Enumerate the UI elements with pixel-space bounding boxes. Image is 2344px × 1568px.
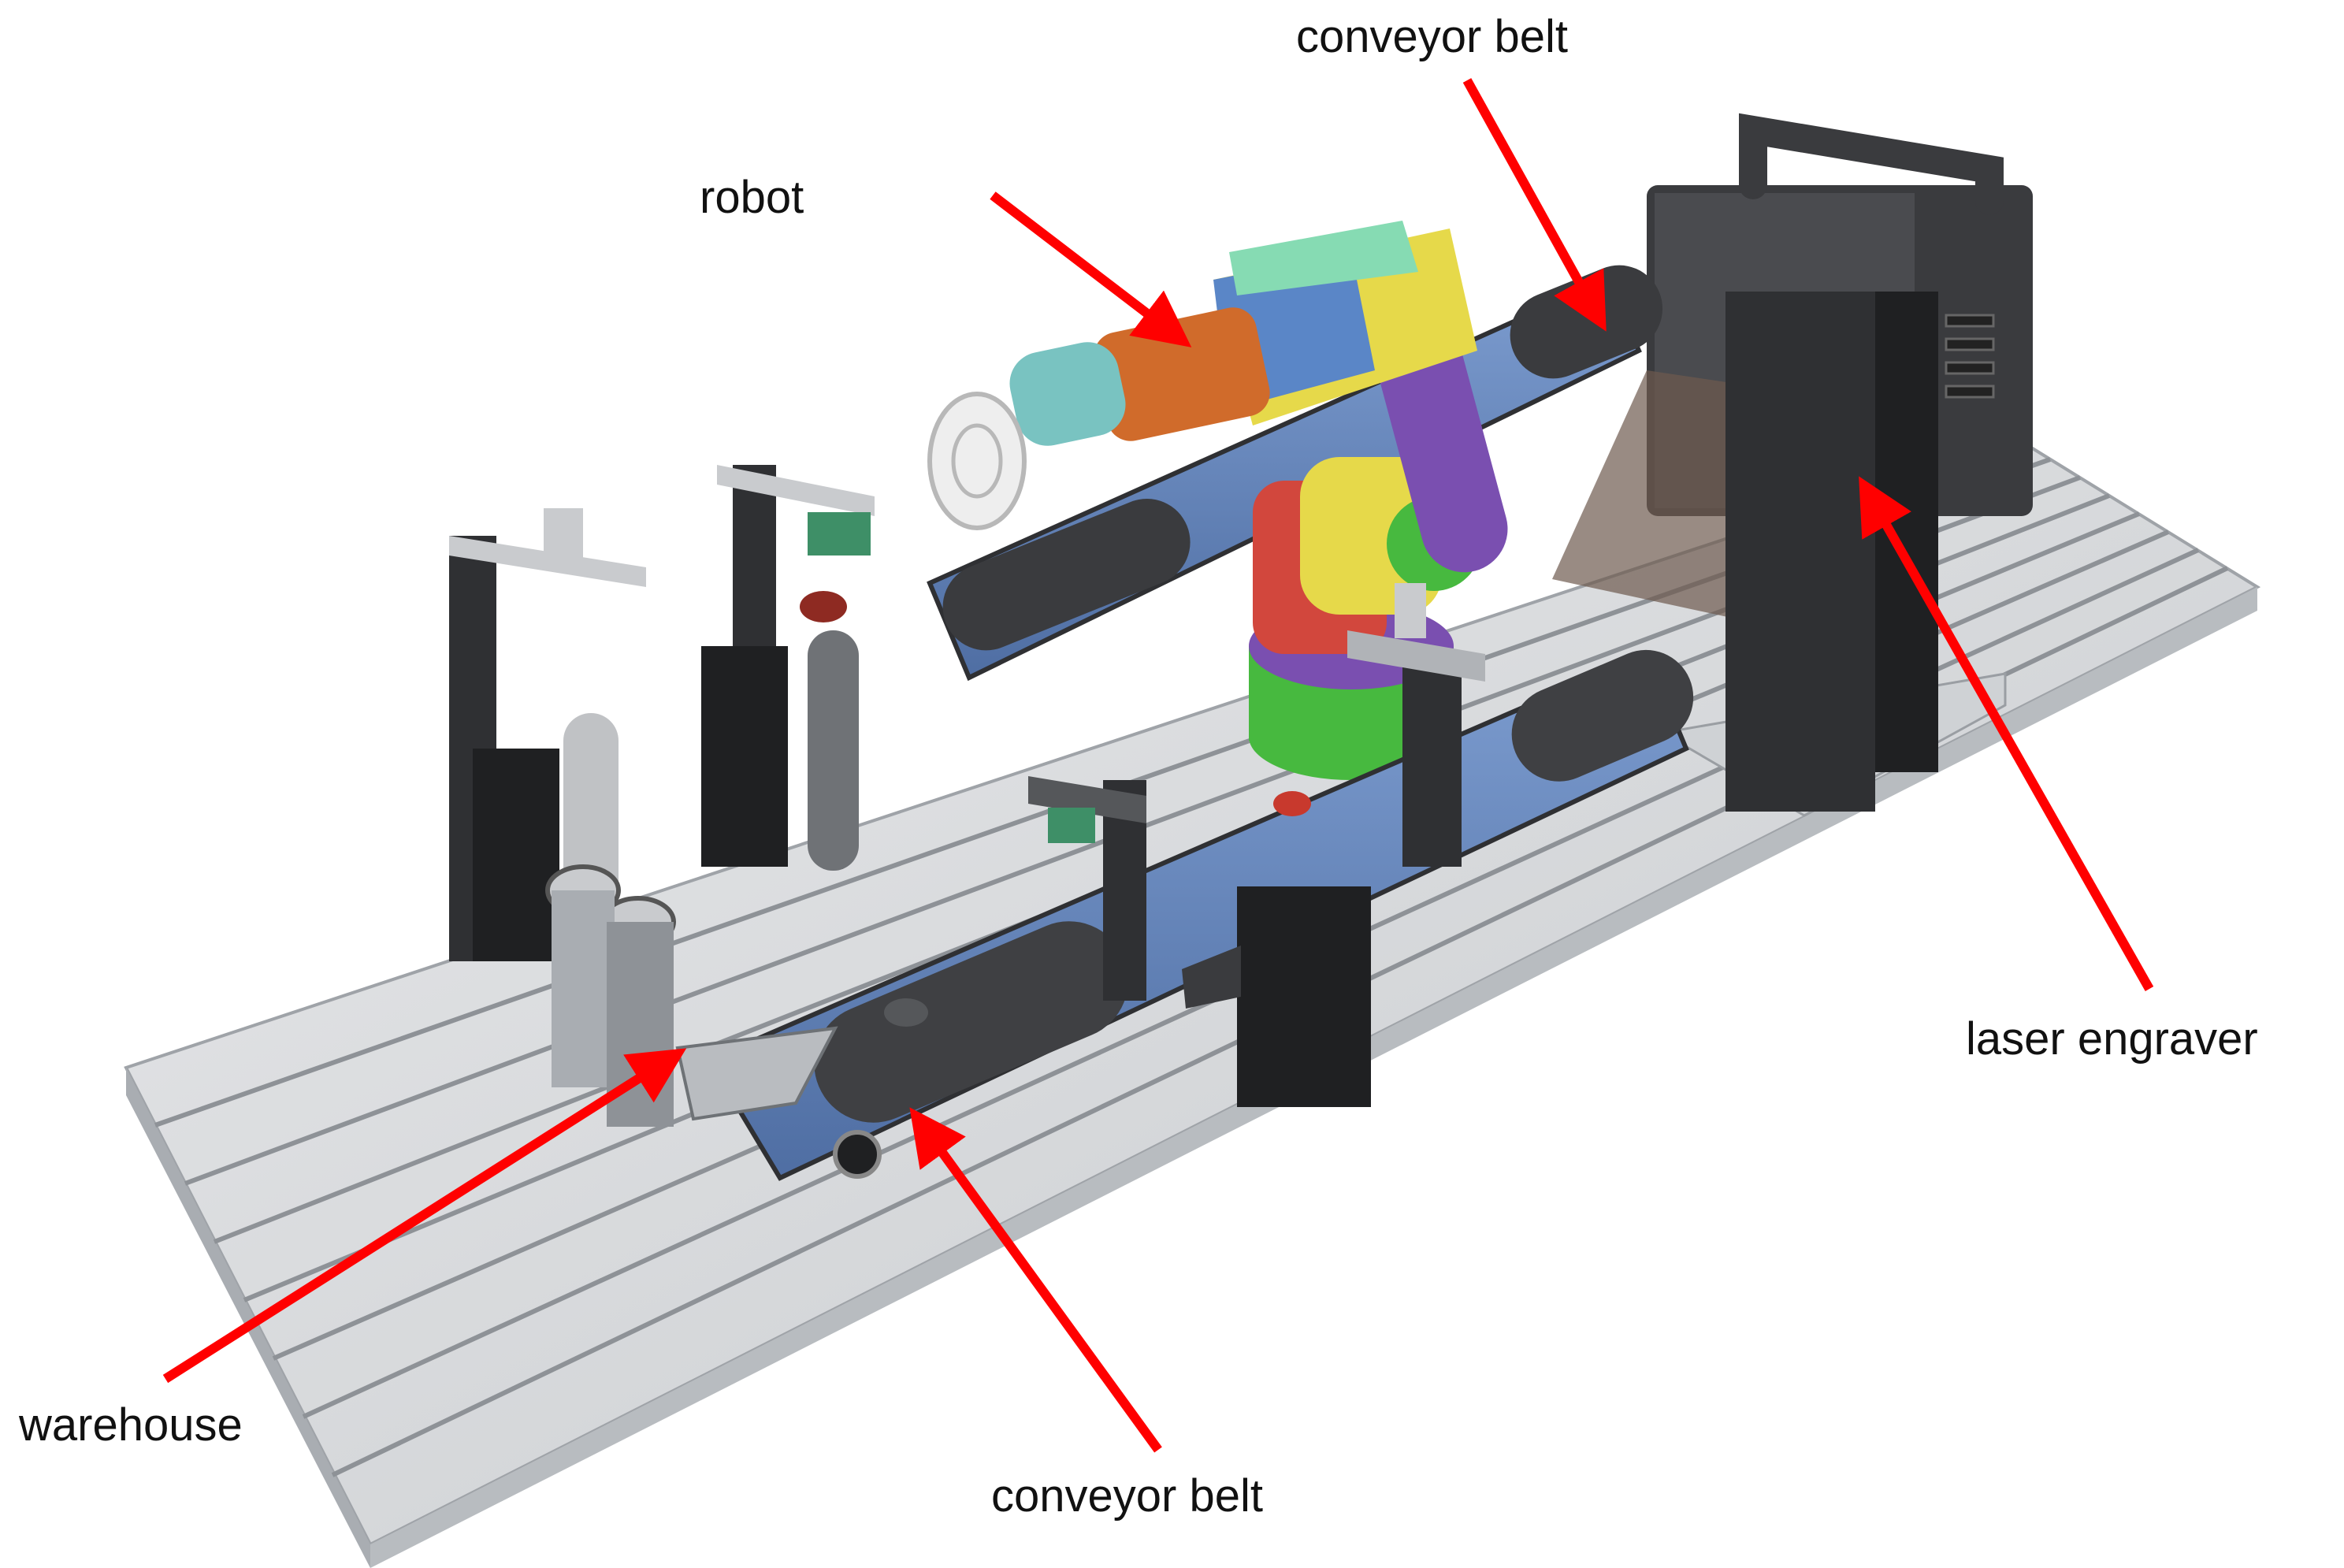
warehouse-label: warehouse [19, 1399, 243, 1451]
laser-engraver-label: laser engraver [1966, 1013, 2258, 1065]
arrow-conveyor-top [1462, 78, 1607, 332]
arrow-warehouse [162, 1048, 687, 1384]
arrow-conveyor-bottom [909, 1107, 1162, 1453]
arrow-laser-engraver [1859, 476, 2154, 991]
conveyor-belt-bottom-label: conveyor belt [991, 1470, 1263, 1522]
conveyor-belt-top-label: conveyor belt [1296, 11, 1568, 62]
robot-label: robot [700, 172, 804, 223]
pointer-arrows [162, 78, 2154, 1453]
arrow-robot [990, 191, 1192, 347]
sensor-bracket-illustration [1028, 583, 1485, 1107]
